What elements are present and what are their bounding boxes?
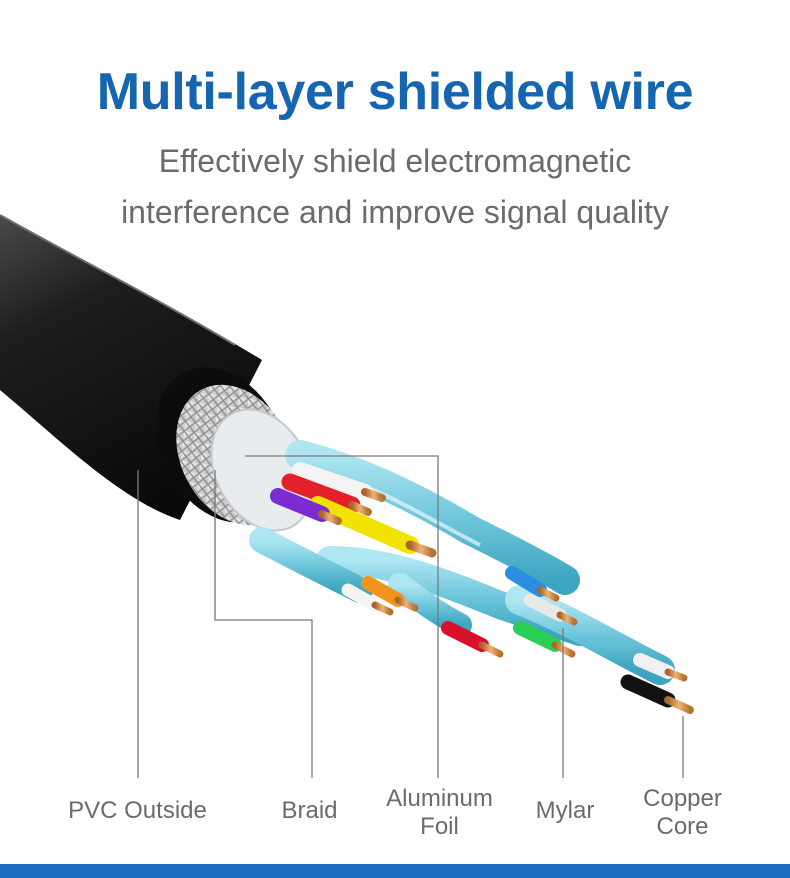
label-mylar: Mylar	[535, 797, 595, 824]
label-pvc-outside: PVC Outside	[68, 797, 207, 824]
inner-cores	[270, 462, 676, 708]
label-copper-line-1: Copper	[643, 785, 722, 812]
page-title: Multi-layer shielded wire	[96, 63, 694, 121]
label-copper-line-2: Core	[656, 813, 709, 840]
leader-line-braid	[214, 470, 313, 778]
label-aluminum-line-2: Foil	[420, 813, 459, 840]
leader-line-aluminum	[245, 455, 439, 778]
copper-core-tips	[318, 488, 694, 714]
bottom-accent-bar	[0, 864, 790, 878]
leader-lines	[137, 455, 684, 778]
label-aluminum-line-1: Aluminum	[386, 785, 493, 812]
subtitle-line-1: Effectively shield electromagnetic	[158, 143, 632, 179]
subtitle-line-2: interference and improve signal quality	[121, 194, 669, 230]
label-braid: Braid	[281, 797, 338, 824]
label-aluminum-foil: Aluminum Foil	[372, 785, 507, 841]
label-copper-core: Copper Core	[625, 785, 740, 841]
